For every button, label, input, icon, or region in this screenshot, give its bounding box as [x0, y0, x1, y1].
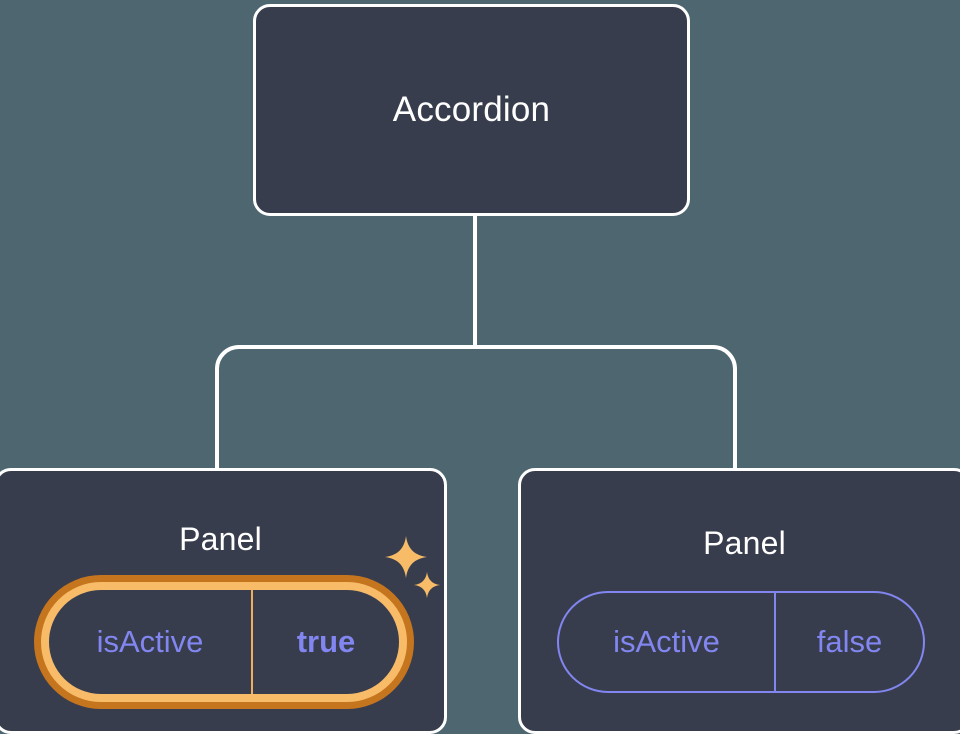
prop-value-true: true — [251, 590, 399, 694]
prop-value-false: false — [774, 593, 923, 691]
edge-to-panel-right — [475, 345, 737, 470]
prop-pill-highlight-ring: isActive true — [41, 582, 407, 702]
prop-pill-body: isActive true — [49, 590, 399, 694]
prop-key-isactive: isActive — [96, 624, 204, 659]
node-panel-right-label: Panel — [703, 525, 786, 561]
prop-key-isactive: isActive — [613, 624, 720, 659]
prop-pill-isactive-true[interactable]: isActive true — [34, 575, 414, 709]
node-accordion[interactable]: Accordion — [253, 4, 690, 216]
edge-to-panel-left — [215, 345, 475, 470]
node-accordion-label: Accordion — [392, 90, 551, 129]
node-panel-left-label: Panel — [179, 521, 262, 557]
prop-pill-isactive-false[interactable]: isActive false — [557, 591, 925, 693]
